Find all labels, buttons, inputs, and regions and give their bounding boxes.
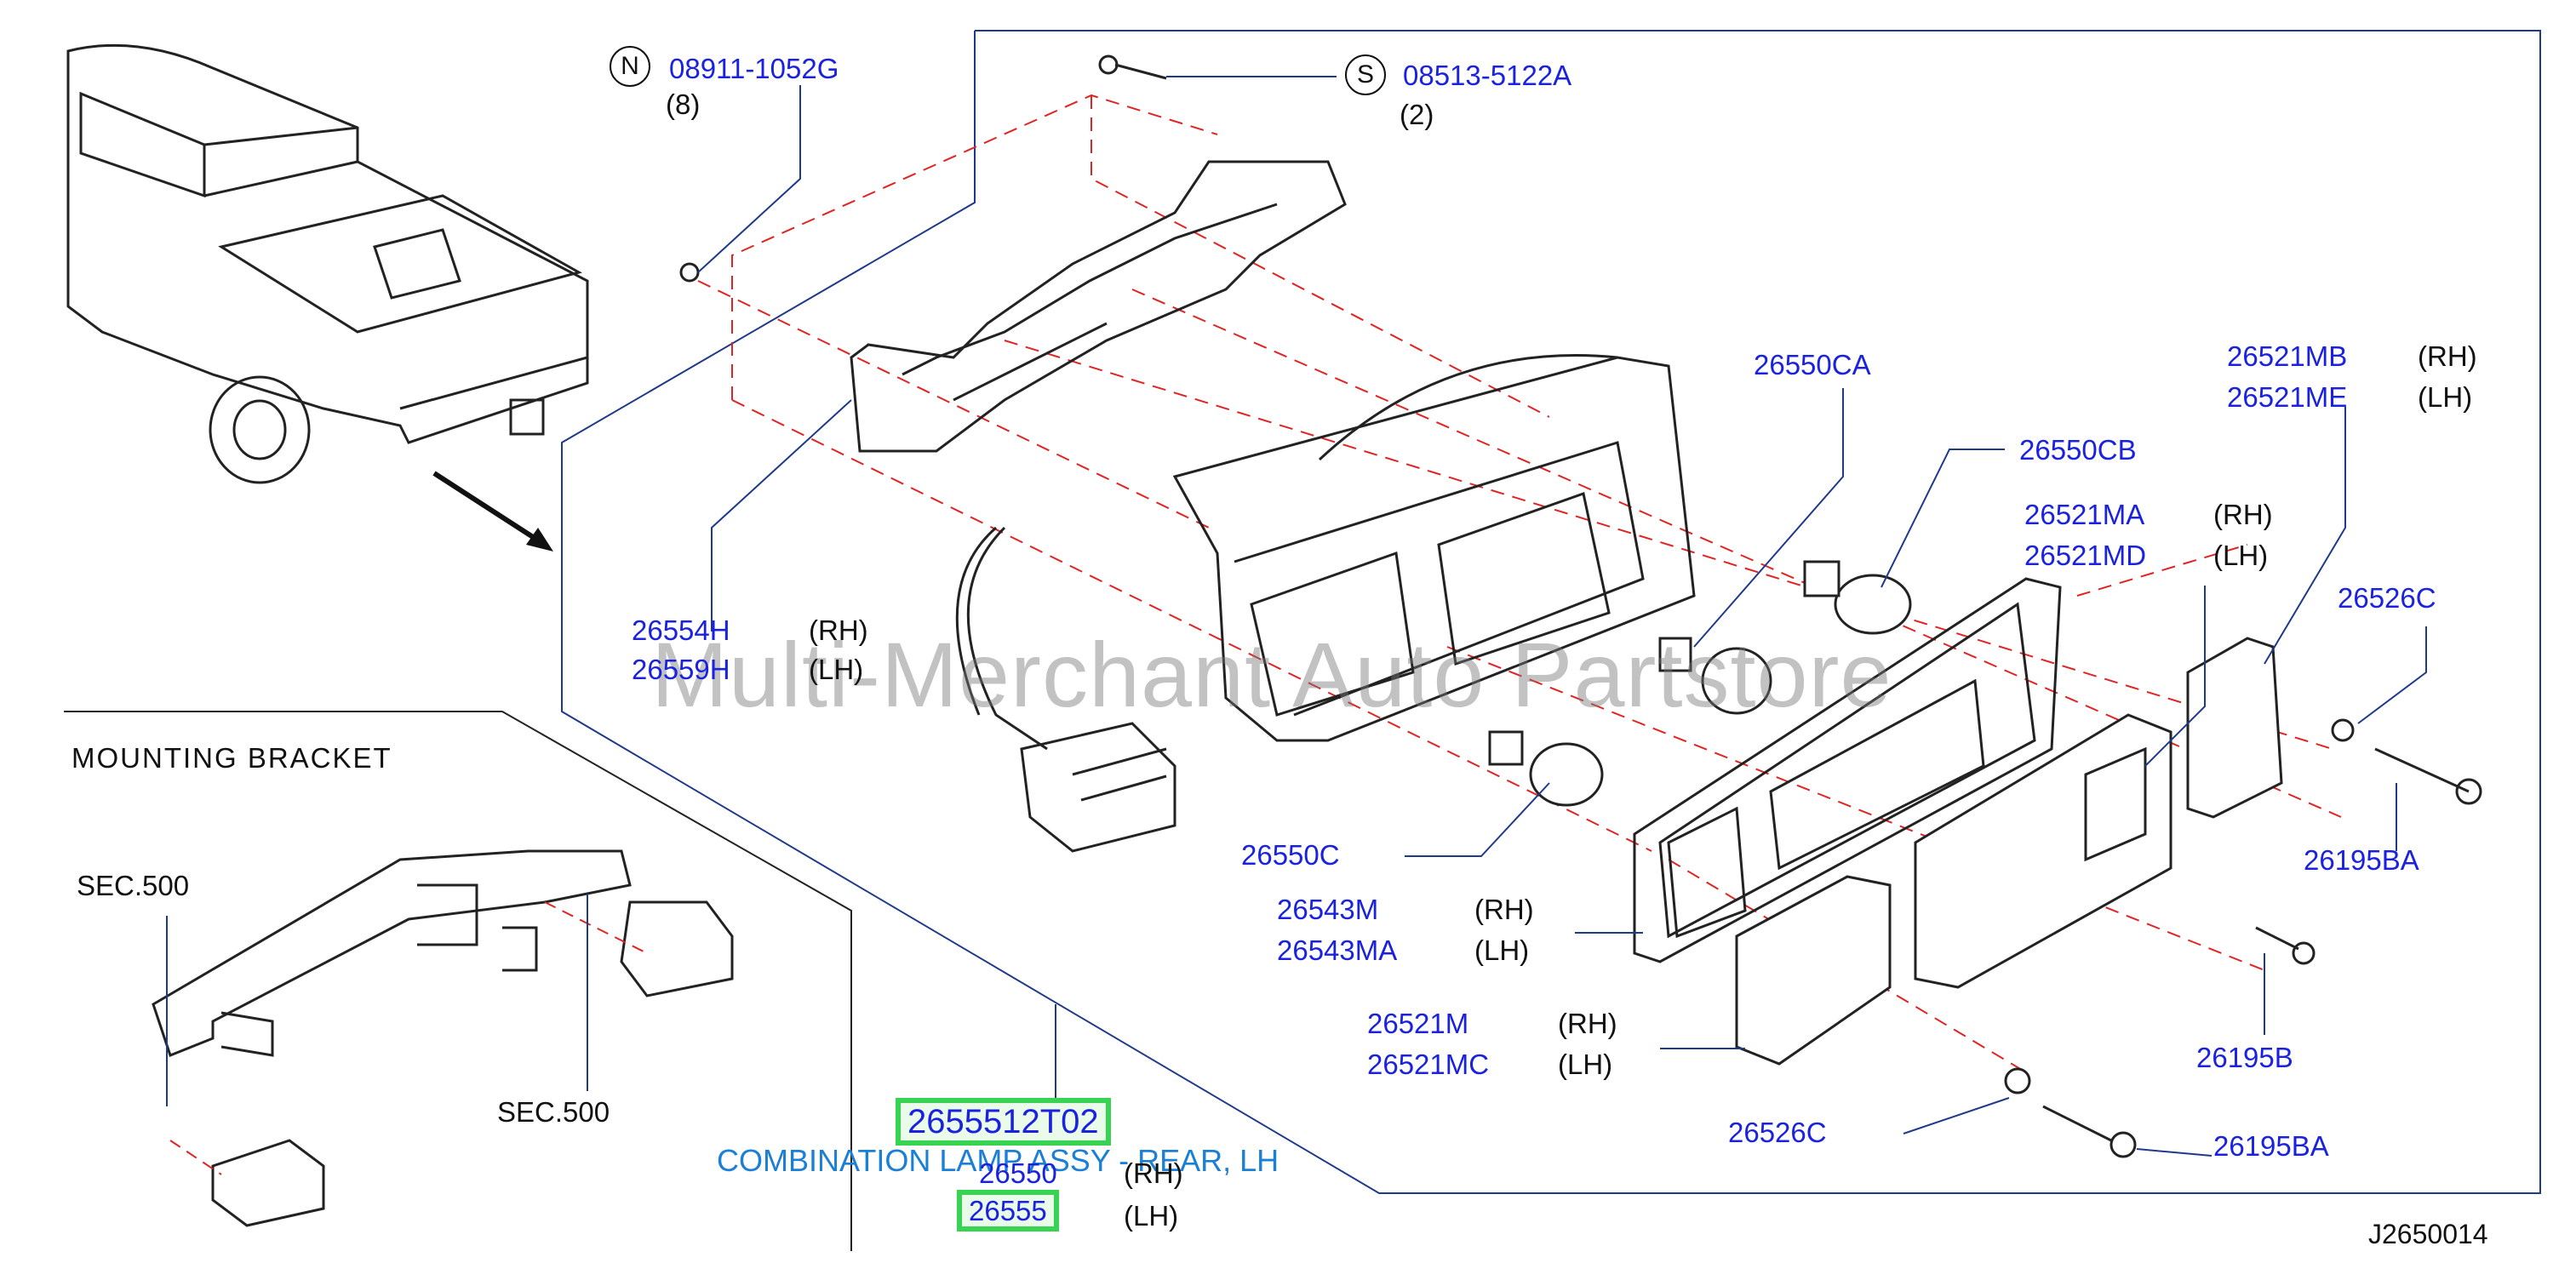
bulbs	[1488, 560, 1912, 807]
screws	[679, 54, 2482, 1158]
side-lh-26521ME: (LH)	[2418, 381, 2473, 413]
screw-badge: S	[1345, 54, 1386, 95]
watermark: Multi-Merchant Auto Partstore	[651, 623, 1892, 726]
side-lh-26521MD: (LH)	[2213, 540, 2269, 571]
side-rh-26554H: (RH)	[809, 614, 868, 646]
part-26521MC[interactable]: 26521MC	[1367, 1049, 1490, 1080]
side-lh-26543MA: (LH)	[1474, 934, 1530, 966]
harness-connector	[1020, 722, 1176, 853]
part-26526C-top[interactable]: 26526C	[2338, 582, 2436, 614]
part-26521M[interactable]: 26521M	[1367, 1008, 1469, 1039]
side-lh-26559H: (LH)	[809, 654, 864, 685]
assembly-dashes	[697, 94, 2342, 1073]
diagram-code: J2650014	[2368, 1219, 2488, 1249]
side-lh-26521MC: (LH)	[1558, 1049, 1613, 1080]
part-26559H[interactable]: 26559H	[632, 654, 730, 685]
part-26554H[interactable]: 26554H	[632, 614, 730, 646]
inset-dashes	[169, 901, 648, 1175]
mounting-bracket-inset	[152, 849, 734, 1227]
section-ref-right: SEC.500	[497, 1096, 610, 1128]
part-26521MD[interactable]: 26521MD	[2024, 540, 2147, 571]
screw-quantity: (2)	[1400, 99, 1434, 130]
assembly-rh-number[interactable]: 26550	[979, 1157, 1057, 1189]
mounting-bracket-heading: MOUNTING BRACKET	[72, 742, 392, 774]
part-26195BA-bottom[interactable]: 26195BA	[2213, 1130, 2329, 1162]
frame-lines	[64, 30, 2541, 1251]
screw-part-number[interactable]: 08513-5122A	[1403, 60, 1572, 91]
assembly-lh-side: (LH)	[1124, 1200, 1179, 1232]
nut-quantity: (8)	[666, 89, 701, 120]
part-26543MA[interactable]: 26543MA	[1277, 934, 1398, 966]
part-26543M[interactable]: 26543M	[1277, 894, 1379, 925]
view-arrow-head	[526, 528, 553, 551]
part-26521MB[interactable]: 26521MB	[2227, 340, 2348, 372]
part-26550CB[interactable]: 26550CB	[2019, 434, 2137, 466]
part-26550C[interactable]: 26550C	[1241, 839, 1340, 871]
gasket	[1633, 577, 2062, 963]
truck-illustration	[66, 43, 589, 484]
section-ref-left: SEC.500	[77, 870, 190, 901]
part-26550CA[interactable]: 26550CA	[1754, 349, 1871, 380]
view-arrow	[432, 471, 547, 547]
assembly-highlight-number[interactable]: 2655512T02	[896, 1098, 1111, 1146]
nut-badge: N	[610, 46, 650, 87]
side-rh-26521MB: (RH)	[2418, 340, 2477, 372]
side-rh-26521MA: (RH)	[2213, 499, 2273, 530]
part-26521ME[interactable]: 26521ME	[2227, 381, 2348, 413]
lamp-bracket	[850, 160, 1696, 751]
part-26526C-bottom[interactable]: 26526C	[1728, 1117, 1827, 1148]
assembly-rh-side: (RH)	[1124, 1157, 1183, 1189]
part-26521MA[interactable]: 26521MA	[2024, 499, 2145, 530]
side-rh-26543M: (RH)	[1474, 894, 1534, 925]
side-rh-26521M: (RH)	[1558, 1008, 1617, 1039]
nut-part-number[interactable]: 08911-1052G	[669, 53, 839, 84]
part-26195BA-top[interactable]: 26195BA	[2304, 844, 2419, 876]
assembly-lh-number[interactable]: 26555	[957, 1190, 1059, 1232]
part-26195B[interactable]: 26195B	[2196, 1042, 2293, 1073]
assembly-description: COMBINATION LAMP ASSY - REAR, LH	[717, 1143, 1279, 1178]
lenses	[1735, 637, 2283, 1066]
